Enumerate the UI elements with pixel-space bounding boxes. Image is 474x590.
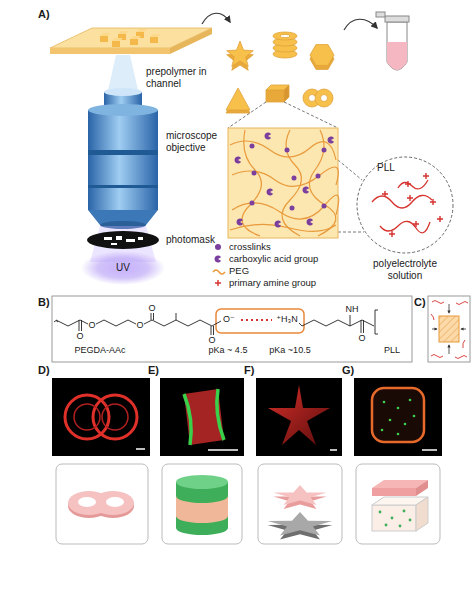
part-label: polyelectrolyte solution: [363, 258, 447, 281]
legend-text: PEG: [229, 266, 249, 276]
part-label: photomask: [166, 234, 215, 246]
microscope-objective: [88, 88, 158, 229]
pka-label: pKa ~10.5: [269, 345, 310, 355]
pka-label: pKa ~ 4.5: [209, 345, 248, 355]
light-beam: [108, 55, 138, 90]
legend-text: crosslinks: [229, 242, 271, 252]
part-label: prepolymer in channel: [146, 66, 208, 89]
legend-row: PEG: [212, 266, 249, 276]
panel-frame: [52, 296, 412, 362]
part-label: UV: [116, 262, 130, 274]
part-label: PLL: [377, 162, 395, 174]
micrograph: [52, 378, 150, 456]
atom-label: NH: [346, 304, 359, 314]
legend-row: primary amine group: [212, 278, 316, 288]
hydrogel-network: [228, 128, 339, 238]
glass-slide: [50, 28, 212, 54]
legend-swatch: [212, 266, 226, 276]
part-label: microscope objective: [166, 130, 226, 153]
atom-label: O: [88, 320, 95, 330]
interaction-box: [216, 309, 304, 333]
process-arrow: [344, 19, 377, 30]
panel-letter: A): [38, 8, 50, 21]
atom-label: O: [76, 331, 83, 341]
micrograph: [354, 378, 442, 456]
micrograph: [160, 378, 244, 456]
micrograph: [256, 378, 342, 456]
panel-letter: B): [38, 296, 50, 309]
complexation-sketch: [431, 301, 468, 359]
panel-letter: F): [244, 364, 254, 377]
legend-text: primary amine group: [229, 278, 316, 288]
cartoon-panel: [56, 464, 148, 544]
panel-letter: C): [414, 296, 426, 309]
uv-source: [81, 251, 165, 285]
legend-swatch: [212, 254, 226, 264]
atom-label: ⁺H₃N: [276, 314, 297, 324]
legend-row: carboxylic acid group: [212, 254, 318, 264]
photomask: [87, 231, 159, 249]
panel-frame: [428, 296, 470, 362]
panel-letter: G): [342, 364, 354, 377]
cartoon-panel: [162, 464, 242, 544]
atom-label: O: [148, 303, 155, 313]
cartoon-panel: [258, 464, 342, 544]
atom-label: O: [136, 320, 143, 330]
sample-tube: [376, 12, 409, 70]
atom-label: O⁻: [223, 314, 235, 324]
legend-swatch: [212, 278, 226, 288]
compound-name: PEGDA-AAc: [74, 345, 125, 355]
compound-name: PLL: [384, 345, 400, 355]
panel-letter: E): [148, 364, 159, 377]
polyelectrolyte-zoom: [357, 157, 453, 253]
ionic-bond: [241, 319, 272, 321]
prepolymer-blocks: [100, 29, 161, 47]
process-arrow: [202, 13, 230, 24]
legend-swatch: [212, 242, 226, 252]
legend-text: carboxylic acid group: [229, 254, 318, 264]
legend-row: crosslinks: [212, 242, 271, 252]
atom-label: O: [208, 335, 215, 345]
cartoon-panel: [356, 464, 440, 544]
hydrogel-particles: [226, 32, 334, 113]
atom-label: O: [358, 333, 365, 343]
panel-letter: D): [38, 364, 50, 377]
chemical-structure: [54, 310, 378, 335]
